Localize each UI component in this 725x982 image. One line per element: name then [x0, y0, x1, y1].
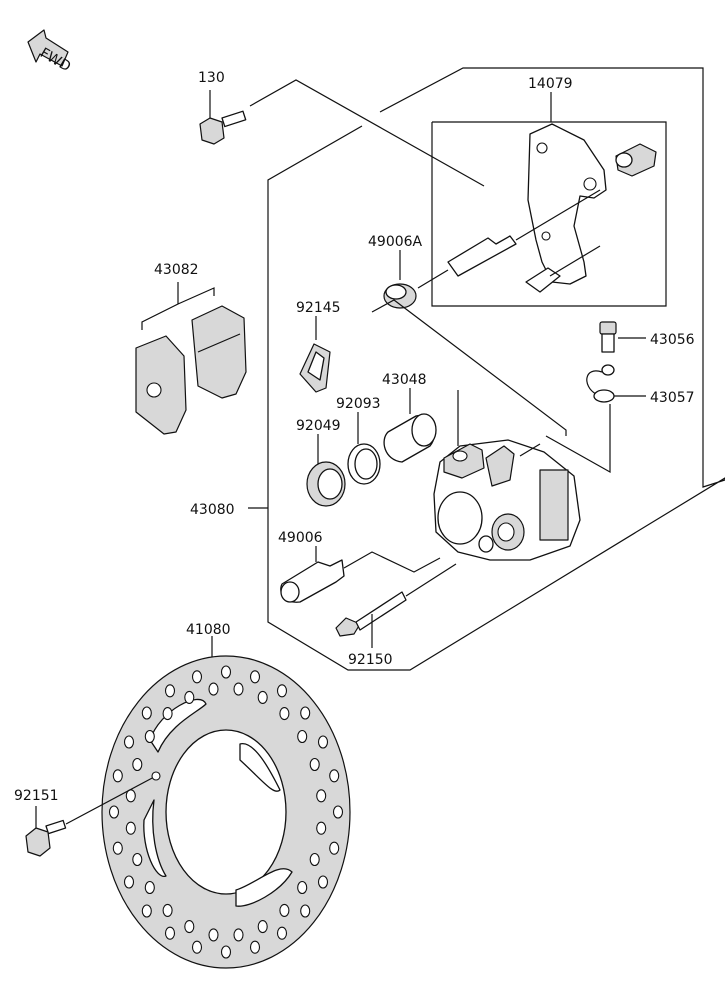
- caliper-body-43080: [433, 390, 581, 561]
- disc-hole: [332, 805, 344, 819]
- disc-hole: [297, 729, 308, 744]
- bleed-valve-43056: [599, 321, 646, 353]
- bracket-14079: [525, 92, 657, 293]
- label-92145: 92145: [296, 300, 341, 316]
- disc-hole: [329, 769, 340, 783]
- disc-hole: [112, 769, 123, 783]
- disc-hole: [233, 928, 244, 942]
- disc-hole: [141, 706, 152, 720]
- disc-hole: [249, 940, 261, 954]
- bolt-92150: [335, 563, 457, 648]
- disc-hole: [317, 875, 329, 889]
- disc-hole: [309, 852, 320, 867]
- disc-hole: [132, 757, 143, 772]
- pin-49006A: [371, 189, 601, 436]
- disc-hole: [309, 757, 320, 772]
- disc-hole: [208, 682, 219, 696]
- disc-hole: [162, 707, 173, 721]
- disc-hole: [191, 940, 203, 954]
- disc-hole: [141, 904, 152, 918]
- disc-drill-holes: [108, 665, 344, 959]
- label-43057: 43057: [650, 390, 695, 406]
- disc-hole: [279, 903, 290, 917]
- label-43048: 43048: [382, 372, 427, 388]
- disc-hole: [112, 841, 123, 855]
- disc-hole: [279, 707, 290, 721]
- label-41080: 41080: [186, 622, 231, 638]
- brake-disc-41080: [101, 636, 351, 969]
- disc-hole: [220, 945, 232, 959]
- disc-hole: [329, 841, 340, 855]
- disc-hole: [123, 875, 135, 889]
- label-130: 130: [198, 70, 225, 86]
- disc-hole: [300, 904, 311, 918]
- disc-hole: [276, 684, 288, 698]
- label-92151: 92151: [14, 788, 59, 804]
- disc-hole: [249, 670, 261, 684]
- label-43080: 43080: [190, 502, 235, 518]
- disc-hole: [233, 682, 244, 696]
- label-43082: 43082: [154, 262, 199, 278]
- bolt-92151: [25, 771, 161, 857]
- piston-43048: [383, 388, 437, 463]
- label-92049: 92049: [296, 418, 341, 434]
- label-43056: 43056: [650, 332, 695, 348]
- bracket-frame-14079: [431, 121, 667, 307]
- assembly-frame-43080: [267, 67, 725, 671]
- pin-49006: [280, 546, 441, 603]
- disc-hole: [125, 821, 136, 835]
- disc-hole: [297, 880, 308, 895]
- disc-hole: [317, 735, 329, 749]
- label-92150: 92150: [348, 652, 393, 668]
- disc-hole: [276, 926, 288, 940]
- disc-hole: [316, 821, 327, 835]
- seal-92093: [347, 412, 381, 485]
- disc-hole: [144, 880, 155, 895]
- disc-hole: [132, 852, 143, 867]
- spring-92145: [299, 316, 331, 393]
- disc-hole: [257, 920, 268, 934]
- label-49006A: 49006A: [368, 234, 423, 250]
- label-14079: 14079: [528, 76, 573, 92]
- disc-hole: [164, 926, 176, 940]
- seal-92049: [306, 434, 346, 507]
- bolt-130: [199, 79, 485, 187]
- disc-hole: [162, 903, 173, 917]
- disc-hole: [220, 665, 232, 679]
- brake-pads-43082: [135, 282, 247, 435]
- label-92093: 92093: [336, 396, 381, 412]
- disc-hole: [316, 789, 327, 803]
- disc-hole: [184, 690, 195, 704]
- fwd-arrow-icon: FWD: [27, 29, 73, 75]
- disc-hole: [144, 729, 155, 744]
- disc-hole: [123, 735, 135, 749]
- disc-hole: [257, 690, 268, 704]
- disc-hole: [208, 928, 219, 942]
- disc-hole: [300, 706, 311, 720]
- label-49006: 49006: [278, 530, 323, 546]
- disc-hole: [164, 684, 176, 698]
- disc-hole: [191, 670, 203, 684]
- disc-hole: [184, 920, 195, 934]
- disc-hole: [108, 805, 120, 819]
- cap-43057: [545, 364, 646, 474]
